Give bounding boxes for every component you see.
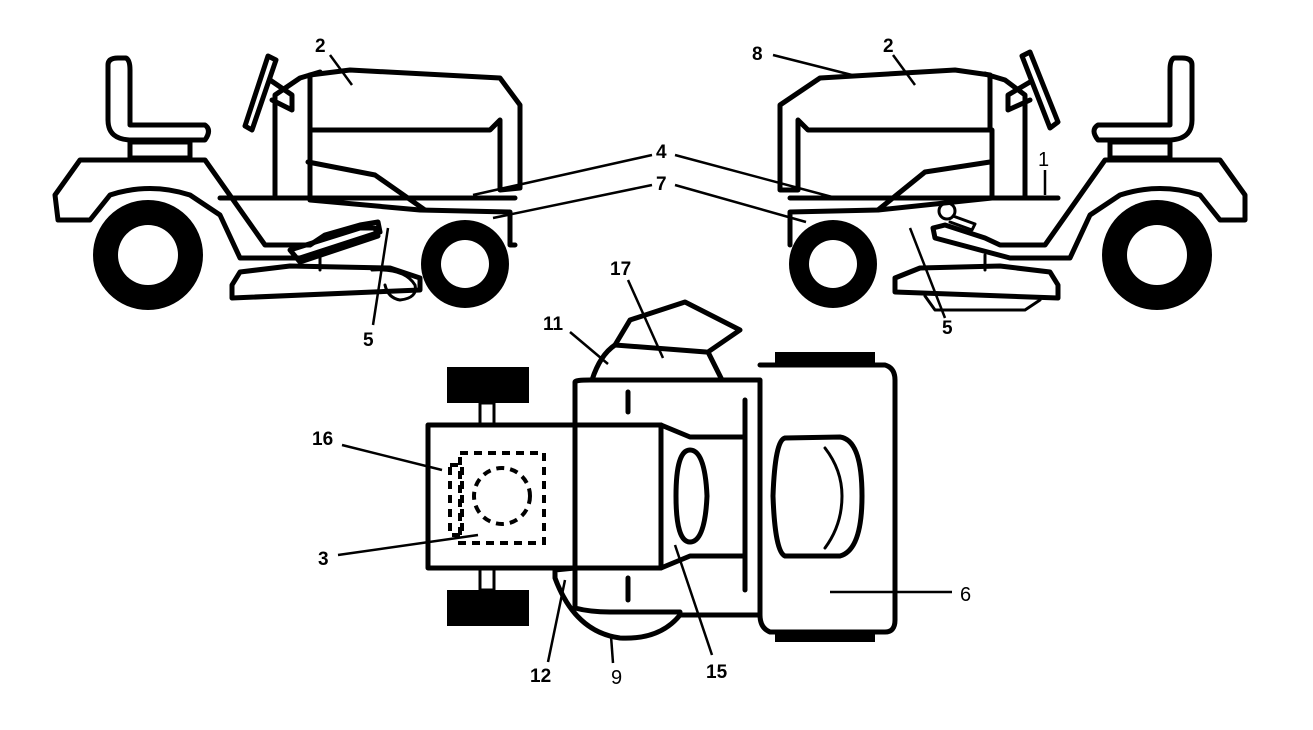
callout-5-left: 5	[363, 330, 374, 351]
left-hood-side	[307, 127, 518, 248]
top-front-axle-lower	[478, 566, 496, 592]
callout-16: 16	[312, 429, 333, 450]
callout-numbers: 2 2 8 1 4 7 5 5 17 11 16 3 12 9 15 6	[312, 36, 1049, 689]
top-hood	[425, 422, 664, 571]
right-seat-base	[1107, 139, 1173, 161]
right-side-view-tractor	[777, 49, 1248, 312]
right-front-wheel-hub	[809, 240, 857, 288]
callout-6: 6	[960, 584, 971, 606]
top-engine-outline	[458, 451, 546, 545]
top-rear-body	[757, 362, 898, 635]
left-footrest	[287, 225, 381, 265]
right-dash-post	[982, 71, 1028, 201]
left-seat-base	[127, 139, 193, 161]
top-mower-deck	[552, 377, 763, 641]
top-seat-back	[823, 446, 844, 550]
leader-2-right	[891, 54, 917, 86]
leader-lines	[328, 53, 1047, 664]
leader-7-left	[492, 183, 653, 220]
callout-17: 17	[610, 259, 631, 280]
right-hood	[777, 67, 993, 193]
leader-8	[772, 53, 853, 77]
callout-8: 8	[752, 44, 763, 65]
top-rear-tire-lower	[775, 630, 875, 642]
leader-12	[546, 579, 567, 663]
right-steering-wheel	[1019, 49, 1061, 131]
leader-4-right	[674, 153, 837, 200]
callout-1: 1	[1038, 149, 1049, 171]
leader-5-left	[371, 227, 390, 326]
left-front-wheel-hub	[441, 240, 489, 288]
leader-15	[673, 544, 714, 656]
leader-2-left	[328, 54, 354, 86]
top-engine-side-outline	[448, 463, 464, 537]
top-seat	[770, 434, 865, 559]
leader-17	[626, 279, 665, 359]
leader-9	[609, 635, 615, 664]
right-rear-fender	[930, 157, 1248, 261]
left-rear-wheel-hub	[118, 225, 178, 285]
callout-11: 11	[543, 314, 564, 335]
leader-3	[337, 533, 479, 557]
right-mower-deck	[892, 263, 1061, 301]
callout-2-left: 2	[315, 36, 326, 57]
top-steering-wheel	[673, 447, 710, 545]
top-discharge-chute	[589, 299, 743, 383]
callout-15: 15	[706, 662, 728, 683]
left-hood	[307, 67, 523, 193]
right-seat	[1091, 55, 1195, 143]
left-mower-deck	[229, 263, 423, 301]
callout-7: 7	[656, 174, 667, 195]
left-seat	[105, 55, 211, 143]
leader-4-left	[472, 153, 653, 197]
callout-12: 12	[530, 666, 551, 687]
top-deck-rear	[572, 565, 683, 615]
top-front-axle-upper	[478, 401, 496, 427]
top-front-tire-lower	[447, 590, 529, 626]
leader-5-right	[908, 227, 947, 319]
right-deck-skirt	[923, 294, 1042, 312]
top-chute-cover	[612, 342, 709, 355]
left-deck-handle	[370, 268, 417, 302]
left-side-view-tractor	[52, 53, 523, 310]
leader-7-right	[674, 183, 807, 224]
left-steering-wheel	[242, 53, 279, 133]
left-dash-post	[272, 69, 323, 198]
leader-11	[569, 331, 609, 365]
top-rear-tire-upper	[775, 352, 875, 366]
right-lever	[948, 214, 977, 232]
callout-2-right: 2	[883, 36, 894, 57]
callout-3: 3	[318, 549, 329, 570]
left-steering-column	[267, 77, 295, 113]
top-engine-circle	[472, 466, 532, 526]
leader-16	[341, 443, 443, 472]
callout-9: 9	[611, 667, 622, 689]
callout-5-right: 5	[942, 318, 953, 339]
top-view-tractor	[425, 299, 898, 642]
callout-4: 4	[656, 142, 667, 163]
right-lever-knob	[937, 201, 957, 221]
top-front-tire-upper	[447, 367, 529, 403]
right-rear-wheel-hub	[1127, 225, 1187, 285]
